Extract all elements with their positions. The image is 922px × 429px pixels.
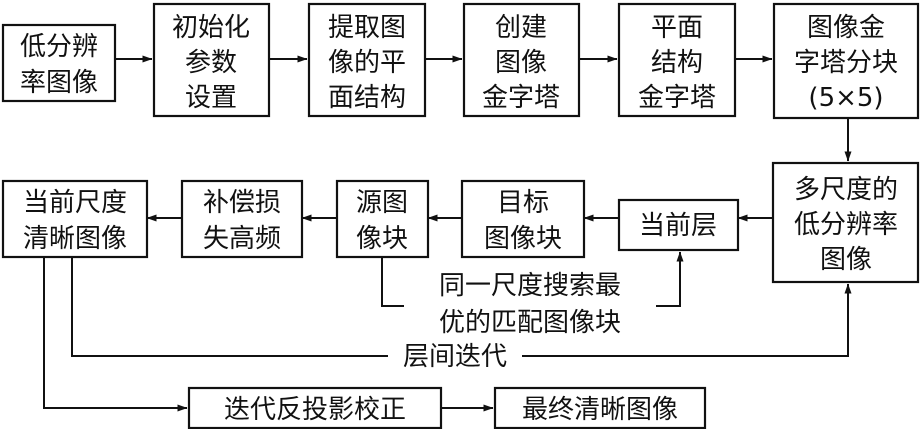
label-create-pyramid-1: 创建 bbox=[495, 13, 547, 43]
label-plane-pyramid-1: 平面 bbox=[651, 13, 703, 43]
node-current-scale-clear bbox=[1, 179, 149, 259]
edge-label-inter-layer: 层间迭代 bbox=[403, 342, 507, 372]
label-extract-planes-2: 像的平 bbox=[328, 48, 406, 78]
node-init-params bbox=[152, 2, 271, 118]
node-current-layer bbox=[617, 198, 740, 252]
label-backprojection: 迭代反投影校正 bbox=[224, 395, 406, 425]
node-compensate-hf bbox=[180, 179, 304, 259]
node-iterative-backprojection bbox=[187, 386, 443, 429]
edge-label-bg bbox=[388, 341, 522, 371]
label-create-pyramid-3: 金字塔 bbox=[482, 83, 560, 113]
node-target-block bbox=[460, 179, 586, 259]
label-create-pyramid-2: 图像 bbox=[495, 48, 547, 78]
label-plane-pyramid-2: 结构 bbox=[651, 48, 703, 78]
label-target-block-1: 目标 bbox=[497, 188, 549, 218]
node-create-pyramid bbox=[462, 2, 581, 118]
node-labels: 低分辨 率图像 初始化 参数 设置 提取图 像的平 面结构 创建 图像 金字塔 … bbox=[20, 13, 898, 425]
label-current-layer: 当前层 bbox=[639, 211, 717, 241]
label-pyramid-blocks-2: 字塔分块 bbox=[794, 48, 898, 78]
node-extract-planes bbox=[307, 2, 427, 118]
node-source-block bbox=[335, 179, 430, 259]
label-init-params-3: 设置 bbox=[185, 83, 237, 113]
label-compensate-2: 失高频 bbox=[203, 224, 281, 254]
edge-label-bg bbox=[404, 266, 656, 342]
label-target-block-2: 图像块 bbox=[484, 224, 562, 254]
label-multiscale-1: 多尺度的 bbox=[794, 175, 898, 205]
label-final-clear: 最终清晰图像 bbox=[522, 395, 678, 425]
edge-labels: 同一尺度搜索最 优的匹配图像块 层间迭代 bbox=[388, 266, 656, 372]
edge-current-scale-to-backprojection bbox=[43, 257, 188, 412]
label-extract-planes-1: 提取图 bbox=[328, 13, 406, 43]
label-init-params-1: 初始化 bbox=[172, 13, 250, 43]
label-multiscale-2: 低分辨率 bbox=[794, 210, 898, 240]
edge-label-same-scale-line1: 同一尺度搜索最 bbox=[439, 271, 621, 301]
node-low-res-image bbox=[1, 23, 117, 103]
label-current-scale-2: 清晰图像 bbox=[23, 224, 127, 254]
edge-label-same-scale-line2: 优的匹配图像块 bbox=[439, 308, 621, 338]
label-pyramid-blocks-3: (5×5) bbox=[808, 83, 883, 113]
label-source-block-2: 像块 bbox=[356, 224, 408, 254]
label-multiscale-3: 图像 bbox=[820, 245, 872, 275]
label-init-params-2: 参数 bbox=[185, 48, 237, 78]
node-pyramid-blocks bbox=[772, 2, 920, 120]
node-multiscale-low-res bbox=[771, 161, 920, 284]
node-plane-pyramid bbox=[617, 2, 737, 118]
node-final-clear bbox=[493, 386, 707, 429]
label-compensate-1: 补偿损 bbox=[203, 188, 281, 218]
label-pyramid-blocks-1: 图像金 bbox=[807, 13, 885, 43]
label-plane-pyramid-3: 金字塔 bbox=[638, 83, 716, 113]
label-low-res-image-1: 低分辨 bbox=[20, 32, 98, 62]
label-current-scale-1: 当前尺度 bbox=[23, 188, 127, 218]
label-extract-planes-3: 面结构 bbox=[328, 83, 406, 113]
label-low-res-image-2: 率图像 bbox=[20, 68, 98, 98]
label-source-block-1: 源图 bbox=[356, 188, 408, 218]
